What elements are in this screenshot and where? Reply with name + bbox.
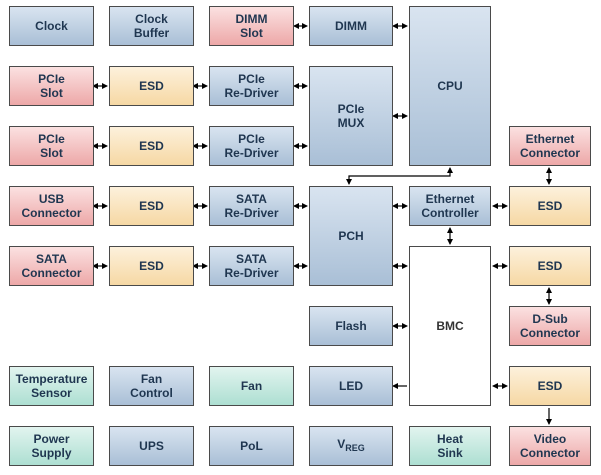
esd-block-ethernet: ESD bbox=[509, 186, 591, 226]
sata-connector-block: SATA Connector bbox=[9, 246, 94, 286]
sata-redriver-block-2: SATA Re-Driver bbox=[209, 246, 294, 286]
bmc-block: BMC bbox=[409, 246, 491, 406]
dsub-connector-block: D-Sub Connector bbox=[509, 306, 591, 346]
pcie-slot-block-1: PCIe Slot bbox=[9, 66, 94, 106]
esd-block-pcie-2: ESD bbox=[109, 126, 194, 166]
esd-block-pcie-1: ESD bbox=[109, 66, 194, 106]
esd-block-usb: ESD bbox=[109, 186, 194, 226]
ethernet-controller-block: Ethernet Controller bbox=[409, 186, 491, 226]
temperature-sensor-block: Temperature Sensor bbox=[9, 366, 94, 406]
esd-block-dsub: ESD bbox=[509, 246, 591, 286]
pol-block: PoL bbox=[209, 426, 294, 466]
flash-block: Flash bbox=[309, 306, 393, 346]
pcie-mux-block: PCIe MUX bbox=[309, 66, 393, 166]
pcie-slot-block-2: PCIe Slot bbox=[9, 126, 94, 166]
cpu-block: CPU bbox=[409, 6, 491, 166]
vreg-label: VREG bbox=[337, 437, 365, 455]
link-cpu-pch bbox=[346, 167, 453, 185]
dimm-block: DIMM bbox=[309, 6, 393, 46]
usb-connector-block: USB Connector bbox=[9, 186, 94, 226]
fan-control-block: Fan Control bbox=[109, 366, 194, 406]
fan-block: Fan bbox=[209, 366, 294, 406]
ups-block: UPS bbox=[109, 426, 194, 466]
dimm-slot-block: DIMM Slot bbox=[209, 6, 294, 46]
esd-block-video: ESD bbox=[509, 366, 591, 406]
esd-block-sata: ESD bbox=[109, 246, 194, 286]
sata-redriver-block-1: SATA Re-Driver bbox=[209, 186, 294, 226]
clock-buffer-block: Clock Buffer bbox=[109, 6, 194, 46]
video-connector-block: Video Connector bbox=[509, 426, 591, 466]
pcie-redriver-block-1: PCIe Re-Driver bbox=[209, 66, 294, 106]
pcie-redriver-block-2: PCIe Re-Driver bbox=[209, 126, 294, 166]
power-supply-block: Power Supply bbox=[9, 426, 94, 466]
pch-block: PCH bbox=[309, 186, 393, 286]
clock-block: Clock bbox=[9, 6, 94, 46]
vreg-block: VREG bbox=[309, 426, 393, 466]
heat-sink-block: Heat Sink bbox=[409, 426, 491, 466]
vreg-main-text: V bbox=[337, 437, 346, 451]
vreg-subscript: REG bbox=[345, 443, 365, 453]
led-block: LED bbox=[309, 366, 393, 406]
ethernet-connector-block: Ethernet Connector bbox=[509, 126, 591, 166]
